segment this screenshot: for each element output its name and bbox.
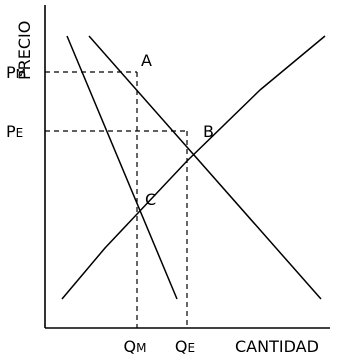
y-tick-pe: PE bbox=[6, 122, 23, 141]
x-tick-qm: QM bbox=[124, 337, 147, 356]
point-label-a: A bbox=[141, 51, 152, 70]
y-tick-pm: PM bbox=[6, 63, 26, 82]
point-label-b: B bbox=[203, 122, 214, 141]
marginal-revenue-line bbox=[88, 35, 322, 300]
y-axis-label: PRECIO bbox=[15, 21, 34, 80]
point-label-c: C bbox=[145, 190, 156, 209]
demand-line bbox=[66, 35, 178, 300]
x-tick-qm-sub: M bbox=[136, 341, 146, 355]
chart-lines bbox=[61, 35, 326, 300]
x-axis-label: CANTIDAD bbox=[235, 337, 319, 356]
x-tick-qe: QE bbox=[175, 337, 195, 356]
y-tick-pe-sub: E bbox=[16, 126, 24, 140]
y-tick-pm-sub: M bbox=[16, 67, 26, 81]
chart-axes bbox=[44, 5, 330, 329]
chart-labels: A B C PM PE QM QE bbox=[6, 51, 214, 356]
chart-guides bbox=[45, 71, 188, 328]
x-tick-qe-sub: E bbox=[188, 341, 196, 355]
